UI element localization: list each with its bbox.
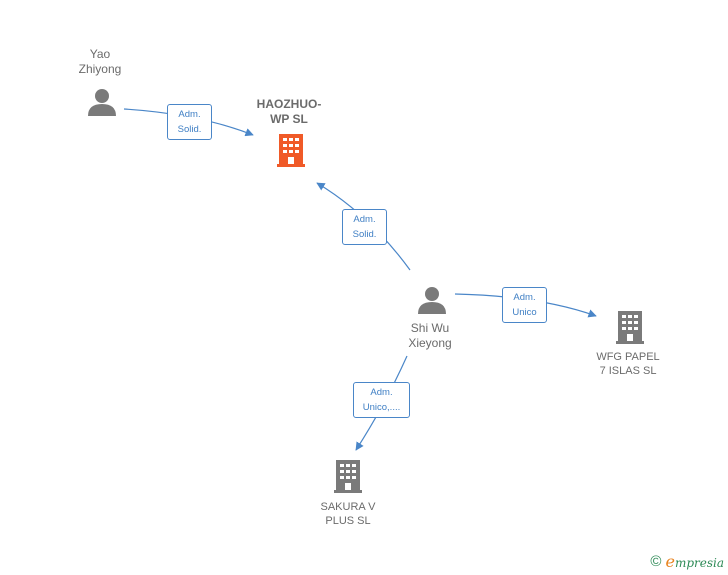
node-label-wfg-papel-7-islas-sl[interactable]: WFG PAPEL 7 ISLAS SL <box>596 351 660 377</box>
empresia-logo[interactable]: © empresia <box>650 552 724 571</box>
person-icon[interactable] <box>88 89 116 116</box>
copyright-icon: © <box>650 553 662 570</box>
building-icon[interactable] <box>334 460 362 493</box>
edge-label-yao-haozhuo: Adm. Solid. <box>167 104 212 140</box>
edge-label-shiwu-sakura: Adm. Unico,.... <box>353 382 410 418</box>
node-label-shi-wu-xieyong[interactable]: Shi Wu Xieyong <box>408 321 452 350</box>
building-icon[interactable] <box>277 134 305 167</box>
brand-e: e <box>665 552 675 571</box>
edge-label-shiwu-wfg: Adm. Unico <box>502 287 547 323</box>
building-icon[interactable] <box>616 311 644 344</box>
node-label-yao-zhiyong[interactable]: Yao Zhiyong <box>78 47 122 76</box>
brand-word: mpresia <box>674 556 724 570</box>
node-label-haozhuo-wp-sl[interactable]: HAOZHUO- WP SL <box>256 97 322 126</box>
edge-label-shiwu-haozhuo: Adm. Solid. <box>342 209 387 245</box>
person-icon[interactable] <box>418 287 446 314</box>
node-label-sakura-v-plus-sl[interactable]: SAKURA V PLUS SL <box>320 501 376 527</box>
